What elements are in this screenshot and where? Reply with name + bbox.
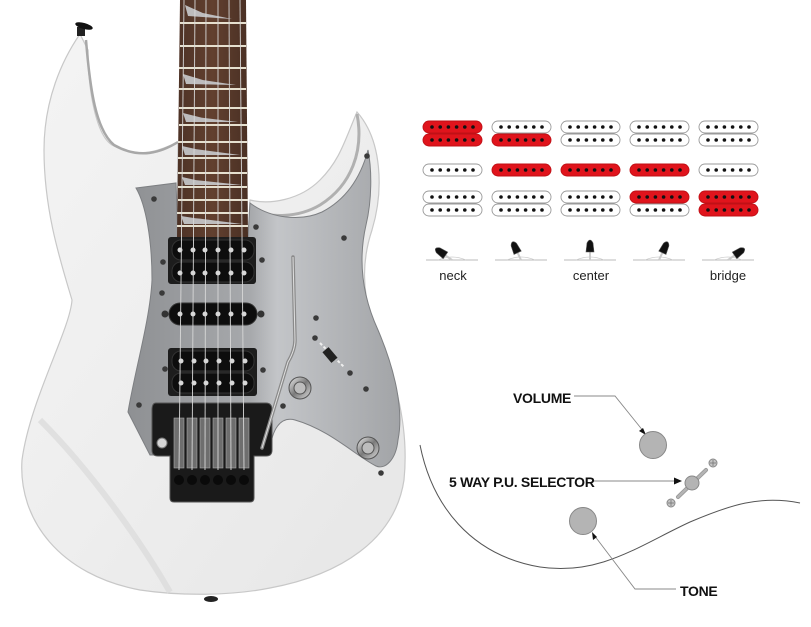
screw-icon <box>666 498 676 508</box>
neck-coil-top <box>491 120 552 134</box>
body-bevel-highlight <box>37 417 173 594</box>
volume-label: VOLUME <box>513 390 571 406</box>
bridge-coil-top <box>698 190 759 204</box>
bridge-coil-bottom <box>629 203 690 217</box>
volume-knob-icon <box>639 431 667 459</box>
neck-coil-bottom <box>560 133 621 147</box>
tone-knob-icon <box>569 507 597 535</box>
bridge-coil-top <box>629 190 690 204</box>
bridge-coil-top <box>422 190 483 204</box>
middle-coil <box>422 163 483 177</box>
selector-position-chart <box>422 120 759 261</box>
volume-leader-line <box>574 395 645 433</box>
bridge-coil-bottom <box>422 203 483 217</box>
selector-lever-icon <box>702 247 754 261</box>
neck-coil-bottom <box>698 133 759 147</box>
selector-lever-icon <box>633 241 685 261</box>
neck-coil-top <box>629 120 690 134</box>
bridge-coil-bottom <box>698 203 759 217</box>
tone-leader-line <box>593 534 676 590</box>
fretboard <box>177 0 248 237</box>
tone-arrowhead-icon <box>592 532 597 540</box>
strap-button-icon <box>75 22 93 36</box>
middle-coil <box>491 163 552 177</box>
selector-arrowhead-icon <box>674 477 682 485</box>
middle-single-coil <box>161 302 265 326</box>
middle-coil <box>560 163 621 177</box>
volume-arrowhead-icon <box>639 428 646 435</box>
position-label-neck: neck <box>439 268 467 283</box>
bridge-coil-bottom <box>560 203 621 217</box>
bridge-coil-top <box>560 190 621 204</box>
screw-icon <box>708 458 718 468</box>
controls-diagram: VOLUME 5 WAY P.U. SELECTOR <box>419 390 801 599</box>
guitar-selector-switch <box>319 342 345 368</box>
neck-coil-bottom <box>422 133 483 147</box>
position-label-center: center <box>573 268 610 283</box>
selector-lever-icon <box>426 247 478 261</box>
neck-coil-bottom <box>629 133 690 147</box>
selector-switch-icon <box>666 458 718 508</box>
guitar-knob-volume <box>288 376 312 400</box>
sharktooth-inlays <box>181 5 242 224</box>
body-outline-curve <box>419 444 801 569</box>
selector-lever-icon <box>495 241 547 261</box>
tremolo-bridge <box>151 402 273 503</box>
bottom-strap-button-icon <box>204 596 218 602</box>
pickguard-screws <box>136 153 384 476</box>
strings <box>178 0 245 471</box>
left-horn-bevel <box>84 39 179 155</box>
guitar-photo <box>21 0 406 602</box>
guitar-knob-tone <box>356 436 380 460</box>
bridge-coil-bottom <box>491 203 552 217</box>
middle-coil <box>629 163 690 177</box>
tone-label: TONE <box>680 583 717 599</box>
selector-lever-icon <box>564 239 616 261</box>
neck-coil-top <box>560 120 621 134</box>
neck-coil-top <box>422 120 483 134</box>
neck-coil-bottom <box>491 133 552 147</box>
position-label-bridge: bridge <box>710 268 746 283</box>
frets <box>177 22 248 227</box>
neck-coil-top <box>698 120 759 134</box>
selector-label: 5 WAY P.U. SELECTOR <box>449 474 595 490</box>
middle-coil <box>698 163 759 177</box>
bridge-coil-top <box>491 190 552 204</box>
neck-humbucker <box>171 239 255 283</box>
